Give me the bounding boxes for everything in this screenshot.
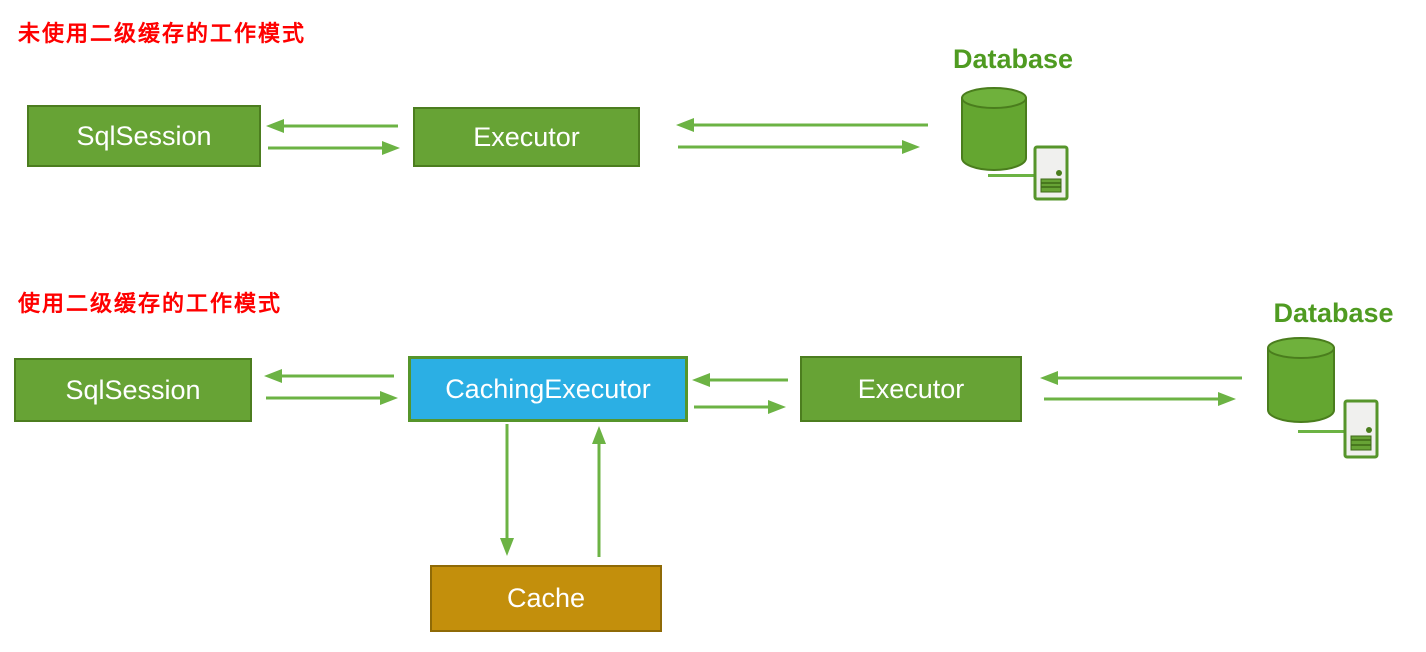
- database-1-connector-line: [988, 174, 1035, 177]
- database-1-label: Database: [952, 44, 1074, 74]
- client-terminal-icon: [1343, 399, 1379, 459]
- section2-title: 使用二级缓存的工作模式: [18, 291, 283, 316]
- arrow-sqlsession1-to-executor1: [268, 141, 400, 155]
- node-caching-executor-label: CachingExecutor: [445, 373, 651, 404]
- arrow-cachingexecutor-to-executor2: [694, 400, 786, 414]
- database-2-label: Database: [1273, 298, 1394, 328]
- node-sqlsession-2: SqlSession: [14, 358, 252, 422]
- arrow-executor2-to-cachingexecutor: [692, 373, 788, 387]
- node-executor-2: Executor: [800, 356, 1022, 422]
- node-executor-1-label: Executor: [473, 121, 580, 152]
- node-cache-label: Cache: [506, 583, 586, 613]
- node-sqlsession-1: SqlSession: [27, 105, 261, 167]
- arrow-executor2-to-database2: [1044, 392, 1236, 406]
- arrow-database1-to-executor1: [676, 118, 928, 132]
- database-cylinder-icon: [1266, 336, 1336, 424]
- arrow-cache-to-cachingexecutor: [592, 426, 606, 557]
- node-caching-executor: CachingExecutor: [408, 356, 688, 422]
- section1-title: 未使用二级缓存的工作模式: [18, 21, 307, 46]
- node-sqlsession-2-label: SqlSession: [65, 374, 201, 405]
- arrow-sqlsession2-to-cachingexecutor: [266, 391, 398, 405]
- arrow-database2-to-executor2: [1040, 371, 1242, 385]
- node-executor-2-label: Executor: [857, 373, 965, 404]
- arrow-executor1-to-database1: [678, 140, 920, 154]
- arrow-cachingexecutor-to-cache: [500, 424, 514, 556]
- node-executor-1: Executor: [413, 107, 640, 167]
- node-cache: Cache: [430, 565, 662, 632]
- client-terminal-icon: [1033, 145, 1069, 201]
- node-sqlsession-1-label: SqlSession: [76, 120, 212, 151]
- arrow-cachingexecutor-to-sqlsession2: [264, 369, 394, 383]
- arrow-executor1-to-sqlsession1: [266, 119, 398, 133]
- database-2-connector-line: [1298, 430, 1345, 433]
- database-cylinder-icon: [960, 86, 1028, 172]
